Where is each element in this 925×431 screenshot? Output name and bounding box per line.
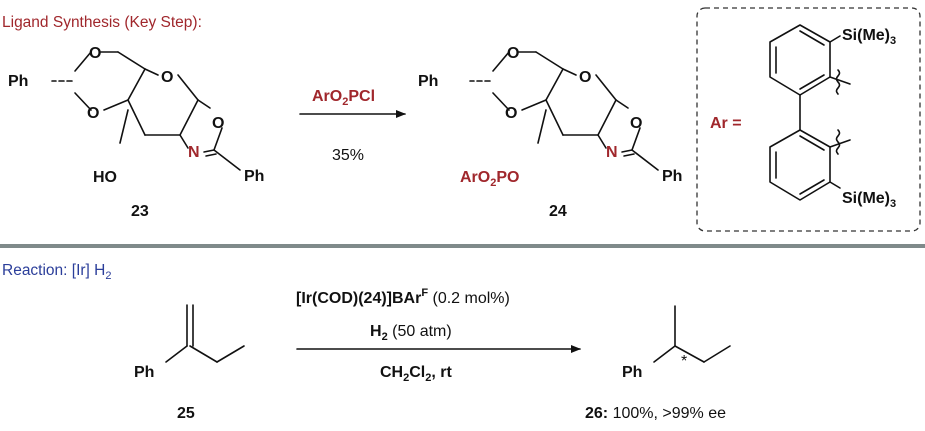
opo-bond xyxy=(537,109,547,144)
compound-24-o4: O xyxy=(630,115,642,132)
compound-23-ph-left: Ph xyxy=(8,73,28,90)
compound-25-ph: Ph xyxy=(134,364,154,381)
compound-23-n: N xyxy=(188,144,200,161)
compound-23-o2: O xyxy=(87,105,99,122)
ar-label: Ar = xyxy=(710,115,742,132)
reaction2-solvent: CH2Cl2, rt xyxy=(380,364,452,384)
compound-24-ph-right: Ph xyxy=(662,168,682,185)
compound-24-o2: O xyxy=(505,105,517,122)
reaction2: [Ir(COD)(24)]BArF (0.2 mol%) H2 (50 atm)… xyxy=(296,287,581,384)
compound-24-o1: O xyxy=(507,45,519,62)
compound-24-label: 24 xyxy=(549,203,567,220)
compound-24-n: N xyxy=(606,144,618,161)
compound-23-o4: O xyxy=(212,115,224,132)
compound-26-stereocenter: * xyxy=(681,353,687,370)
compound-23-ph-right: Ph xyxy=(244,168,264,185)
compound-26: Ph * 26: 100%, >99% ee xyxy=(585,305,731,422)
compound-23: Ph O O O O N Ph HO 23 xyxy=(8,45,264,220)
ar-definition-box: Ar = Si(Me)3 Si(Me)3 xyxy=(696,7,921,232)
compound-23-o1: O xyxy=(89,45,101,62)
reaction1: ArO2PCl 35% xyxy=(299,88,406,164)
compound-23-o3: O xyxy=(161,69,173,86)
reaction1-reagent: ArO2PCl xyxy=(312,88,375,108)
section1-title: Ligand Synthesis (Key Step): xyxy=(2,14,202,31)
reaction1-yield: 35% xyxy=(332,147,364,164)
compound-26-result: 26: 100%, >99% ee xyxy=(585,405,726,422)
lower-aryl-ring xyxy=(769,129,831,201)
compound-25: Ph 25 xyxy=(134,304,245,422)
reaction2-catalyst: [Ir(COD)(24)]BArF (0.2 mol%) xyxy=(296,287,510,307)
ho-bond xyxy=(119,109,129,144)
compound-24-ph-left: Ph xyxy=(418,73,438,90)
wavy-bond-lower xyxy=(835,129,841,155)
compound-24-skeleton xyxy=(469,51,659,171)
compound-23-label: 23 xyxy=(131,203,149,220)
compound-23-ho: HO xyxy=(93,169,117,186)
tms-lower: Si(Me)3 xyxy=(842,190,896,210)
upper-aryl-ring xyxy=(769,24,831,96)
compound-24-aro2po: ArO2PO xyxy=(460,169,519,189)
reaction2-hydrogen: H2 (50 atm) xyxy=(370,323,452,343)
compound-23-skeleton xyxy=(51,51,241,171)
section2-title: Reaction: [Ir] H2 xyxy=(2,262,112,282)
compound-26-ph: Ph xyxy=(622,364,642,381)
wavy-bond-upper xyxy=(835,69,841,95)
section-divider xyxy=(0,244,925,248)
compound-24: Ph O O O O N Ph ArO2PO 24 xyxy=(418,45,682,220)
tms-upper: Si(Me)3 xyxy=(842,27,896,47)
ar-box-border xyxy=(696,7,921,232)
compound-24-o3: O xyxy=(579,69,591,86)
compound-25-label: 25 xyxy=(177,405,195,422)
